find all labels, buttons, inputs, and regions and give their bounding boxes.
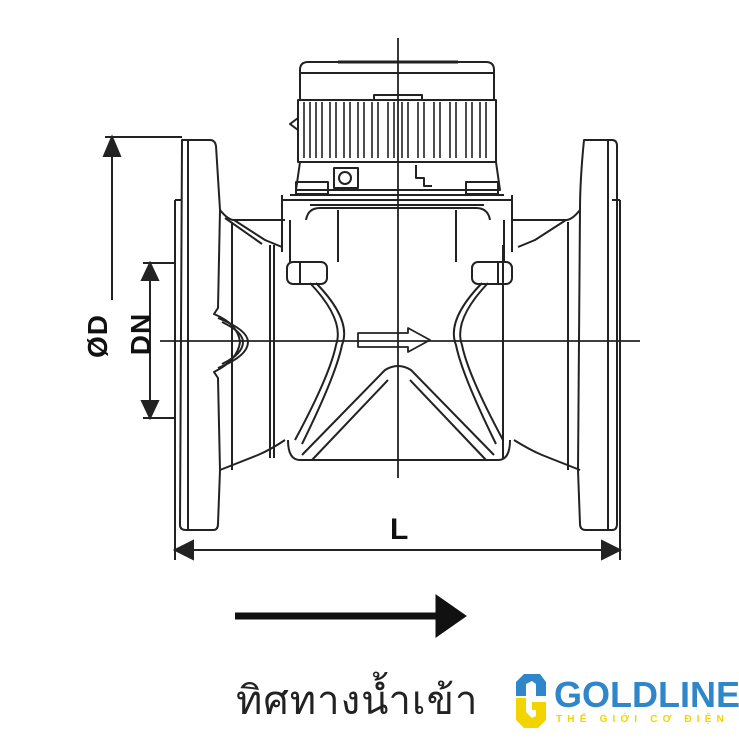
outer-diameter-label: ØD [82,314,113,358]
nominal-diameter-label: DN [125,312,156,356]
internal-flow-arrow [357,327,431,353]
flow-direction-caption: ทิศทางน้ำเข้า [236,678,479,724]
goldline-logo-icon [516,674,546,728]
logo-name: GOLDLINE [554,674,739,715]
center-lines [160,38,640,478]
left-flange [174,139,249,531]
goldline-logo: GOLDLINE THẾ GIỚI CƠ ĐIỆN [512,672,739,730]
meter-body [219,209,581,471]
length-label: L [390,513,409,546]
right-flange [577,139,621,531]
meter-register [281,60,513,262]
logo-tagline: THẾ GIỚI CƠ ĐIỆN [556,714,730,725]
flow-direction-arrow [235,594,467,638]
dimension-lines [102,134,623,561]
